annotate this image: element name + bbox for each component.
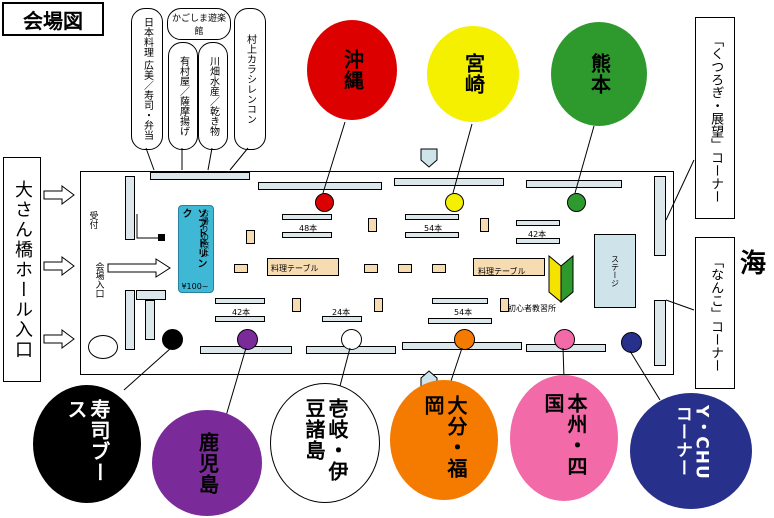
marker-okinawa (315, 193, 334, 212)
marker-miyazaki (445, 193, 464, 212)
arrow-icon (43, 256, 75, 276)
region-honshu: 本州・四国 (510, 375, 618, 501)
booth-cluster (394, 178, 504, 186)
reception-label: 受付 (87, 211, 98, 229)
table-row (516, 238, 560, 244)
marker-iki (341, 329, 362, 350)
small-table (374, 298, 383, 312)
drink-sign-price: ¥100~ (181, 282, 209, 291)
marker-honshu (554, 329, 575, 350)
hall-floor (80, 171, 674, 375)
cooking-table-label-1: 料理テーブル (271, 264, 319, 273)
booth-column (654, 176, 666, 256)
region-okinawa: 沖縄 (307, 20, 397, 120)
shop-box-kagoshima-yurakukan: かごしま遊楽館 (167, 8, 231, 40)
oval-mark (88, 335, 118, 359)
table-row (405, 232, 459, 238)
drink-sign (178, 205, 214, 293)
shop-box-kawabata: 川畑水産／乾き物 (198, 42, 228, 150)
small-table (432, 264, 446, 273)
small-table (368, 218, 377, 232)
table-row (282, 214, 332, 220)
region-oita: 大分・福岡 (390, 380, 498, 500)
table-row (405, 214, 459, 220)
connector-lines (145, 147, 249, 171)
corner-kurorogi: 「くつろぎ・展望」コーナー (695, 17, 735, 219)
beginner-label: 初心者教習所 (508, 304, 556, 313)
table-label-54b: 54本 (454, 308, 473, 317)
table-label-24: 24本 (332, 308, 351, 317)
booth-wall (136, 290, 166, 300)
table-row (516, 220, 560, 226)
arrow-icon (43, 329, 75, 349)
region-ychu-label: Y・CHUコーナー (672, 405, 712, 480)
region-sushi: 寿司ブース (33, 385, 141, 503)
table-label-48: 48本 (299, 224, 318, 233)
table-label-42a: 42本 (528, 230, 547, 239)
entrance-arrows (43, 185, 75, 349)
table-label-54a: 54本 (424, 224, 443, 233)
cooking-table (267, 258, 339, 276)
region-oita-label: 大分・福岡 (421, 395, 468, 479)
table-row (282, 232, 332, 238)
booth-wall (125, 290, 135, 350)
region-kagoshima: 鹿児島 (152, 410, 262, 516)
marker-kumamoto (567, 193, 586, 212)
region-miyazaki: 宮崎 (427, 26, 519, 122)
booth-wall (145, 300, 155, 340)
region-honshu-label: 本州・四国 (541, 393, 588, 477)
table-label-42b: 42本 (232, 308, 251, 317)
page-title: 会場図 (2, 2, 104, 36)
shop-box-murakami: 村上カラシレンコン (234, 8, 266, 150)
booth-column (654, 300, 666, 366)
small-table (480, 218, 489, 232)
stage (594, 234, 636, 308)
beginner-mark-icon (548, 254, 574, 304)
table-row (432, 298, 488, 304)
region-iki: 壱岐・伊豆諸島 (270, 383, 380, 503)
region-kagoshima-label: 鹿児島 (195, 431, 220, 495)
small-table (246, 230, 255, 244)
stage-label: ステージ (610, 255, 620, 287)
drink-sign-line1: お帰りの際は (200, 209, 210, 257)
region-miyazaki-label: 宮崎 (461, 53, 486, 95)
table-row (215, 316, 265, 322)
table-row (322, 316, 362, 322)
cooking-table-label-2: 料理テーブル (478, 267, 526, 276)
region-ychu: Y・CHUコーナー (630, 393, 752, 509)
corner-nanko: 「なんこ」コーナー (695, 237, 735, 389)
marker-sushi (162, 329, 183, 350)
sea-label: 海 (740, 249, 767, 279)
booth-wall (125, 176, 135, 240)
small-table (500, 298, 509, 312)
reception-line (136, 214, 165, 241)
region-okinawa-label: 沖縄 (340, 49, 365, 91)
small-table (398, 264, 412, 273)
venue-entrance-label: 会場入口 (93, 262, 104, 298)
region-kumamoto-label: 熊本 (587, 53, 612, 95)
booth-cluster (526, 180, 622, 188)
table-row (428, 318, 492, 324)
arrow-icon (107, 258, 171, 278)
small-table (292, 298, 301, 312)
region-sushi-label: 寿司ブース (64, 399, 111, 483)
small-table (364, 264, 378, 273)
region-iki-label: 壱岐・伊豆諸島 (302, 398, 349, 482)
marker-icon (420, 148, 438, 168)
marker-oita (454, 329, 475, 350)
shop-box-nihon-ryori: 日本料理 広美／寿司・弁当 (131, 8, 163, 150)
region-kumamoto: 熊本 (551, 22, 647, 126)
small-table (234, 264, 248, 273)
shop-box-arimuraya: 有村屋／薩摩揚げ (168, 42, 198, 150)
entrance-label: 大さん橋ホール入口 (12, 179, 33, 360)
table-row (215, 298, 265, 304)
marker-kagoshima (237, 329, 258, 350)
booth-cluster (258, 182, 382, 190)
cooking-table (473, 258, 545, 276)
arrow-icon (43, 185, 75, 205)
booth-strip (150, 172, 250, 180)
entrance-box: 大さん橋ホール入口 (3, 157, 41, 382)
